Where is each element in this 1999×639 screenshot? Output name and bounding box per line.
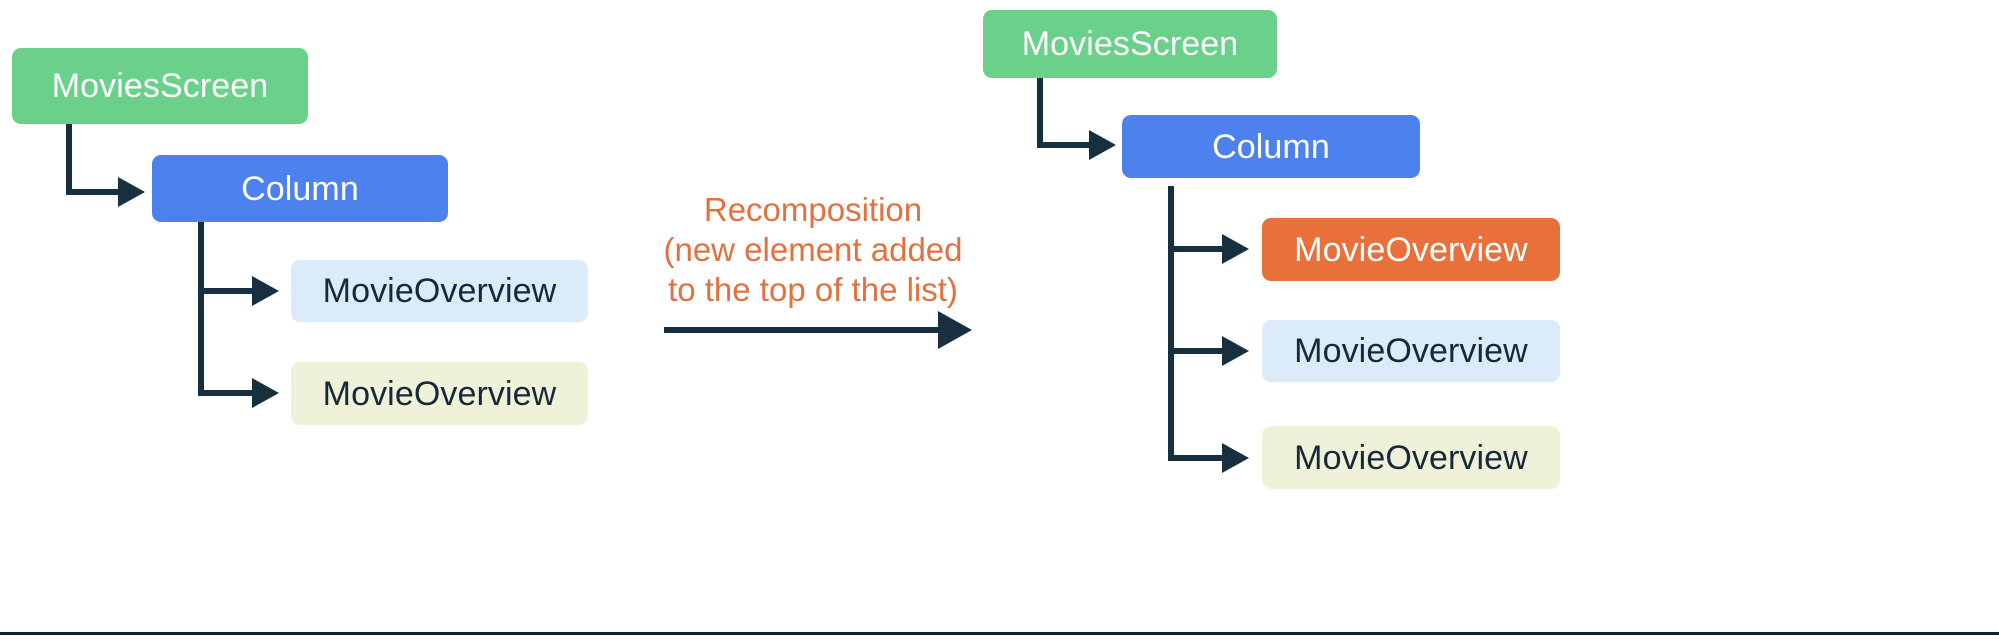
connector-branch-before-movie-1 <box>198 288 258 294</box>
arrowhead-icon-before-movie-2 <box>252 378 279 408</box>
arrowhead-icon-before-movie-1 <box>252 276 279 306</box>
connector-horizontal-after-screen-to-column <box>1037 142 1095 148</box>
node-movies-screen-before[interactable]: MoviesScreen <box>12 48 308 124</box>
connector-transition-arrow-shaft <box>664 327 944 333</box>
arrowhead-icon-transition <box>938 311 972 349</box>
arrowhead-icon-after-screen-to-column <box>1089 130 1116 160</box>
connector-branch-after-movie-new <box>1168 246 1228 252</box>
node-movie-overview-after-new[interactable]: MovieOverview <box>1262 218 1560 281</box>
node-movie-overview-after-2[interactable]: MovieOverview <box>1262 426 1560 489</box>
node-movies-screen-after[interactable]: MoviesScreen <box>983 10 1277 78</box>
connector-horizontal-before-screen-to-column <box>66 189 124 195</box>
bottom-rule <box>0 632 1999 635</box>
recomposition-caption: Recomposition (new element added to the … <box>663 191 963 308</box>
arrowhead-icon-after-movie-2 <box>1222 443 1249 473</box>
node-movie-overview-before-2[interactable]: MovieOverview <box>291 362 588 425</box>
arrowhead-icon-before-screen-to-column <box>118 177 145 207</box>
connector-trunk-after-column-children <box>1168 186 1174 461</box>
node-column-after[interactable]: Column <box>1122 115 1420 178</box>
connector-vertical-before-screen-to-column <box>66 124 72 195</box>
connector-branch-after-movie-2 <box>1168 455 1228 461</box>
connector-vertical-after-screen-to-column <box>1037 78 1043 148</box>
node-column-before[interactable]: Column <box>152 155 448 222</box>
node-movie-overview-before-1[interactable]: MovieOverview <box>291 260 588 322</box>
connector-branch-before-movie-2 <box>198 390 258 396</box>
node-movie-overview-after-1[interactable]: MovieOverview <box>1262 320 1560 382</box>
connector-trunk-before-column-children <box>198 222 204 396</box>
arrowhead-icon-after-movie-1 <box>1222 336 1249 366</box>
arrowhead-icon-after-movie-new <box>1222 234 1249 264</box>
connector-branch-after-movie-1 <box>1168 348 1228 354</box>
